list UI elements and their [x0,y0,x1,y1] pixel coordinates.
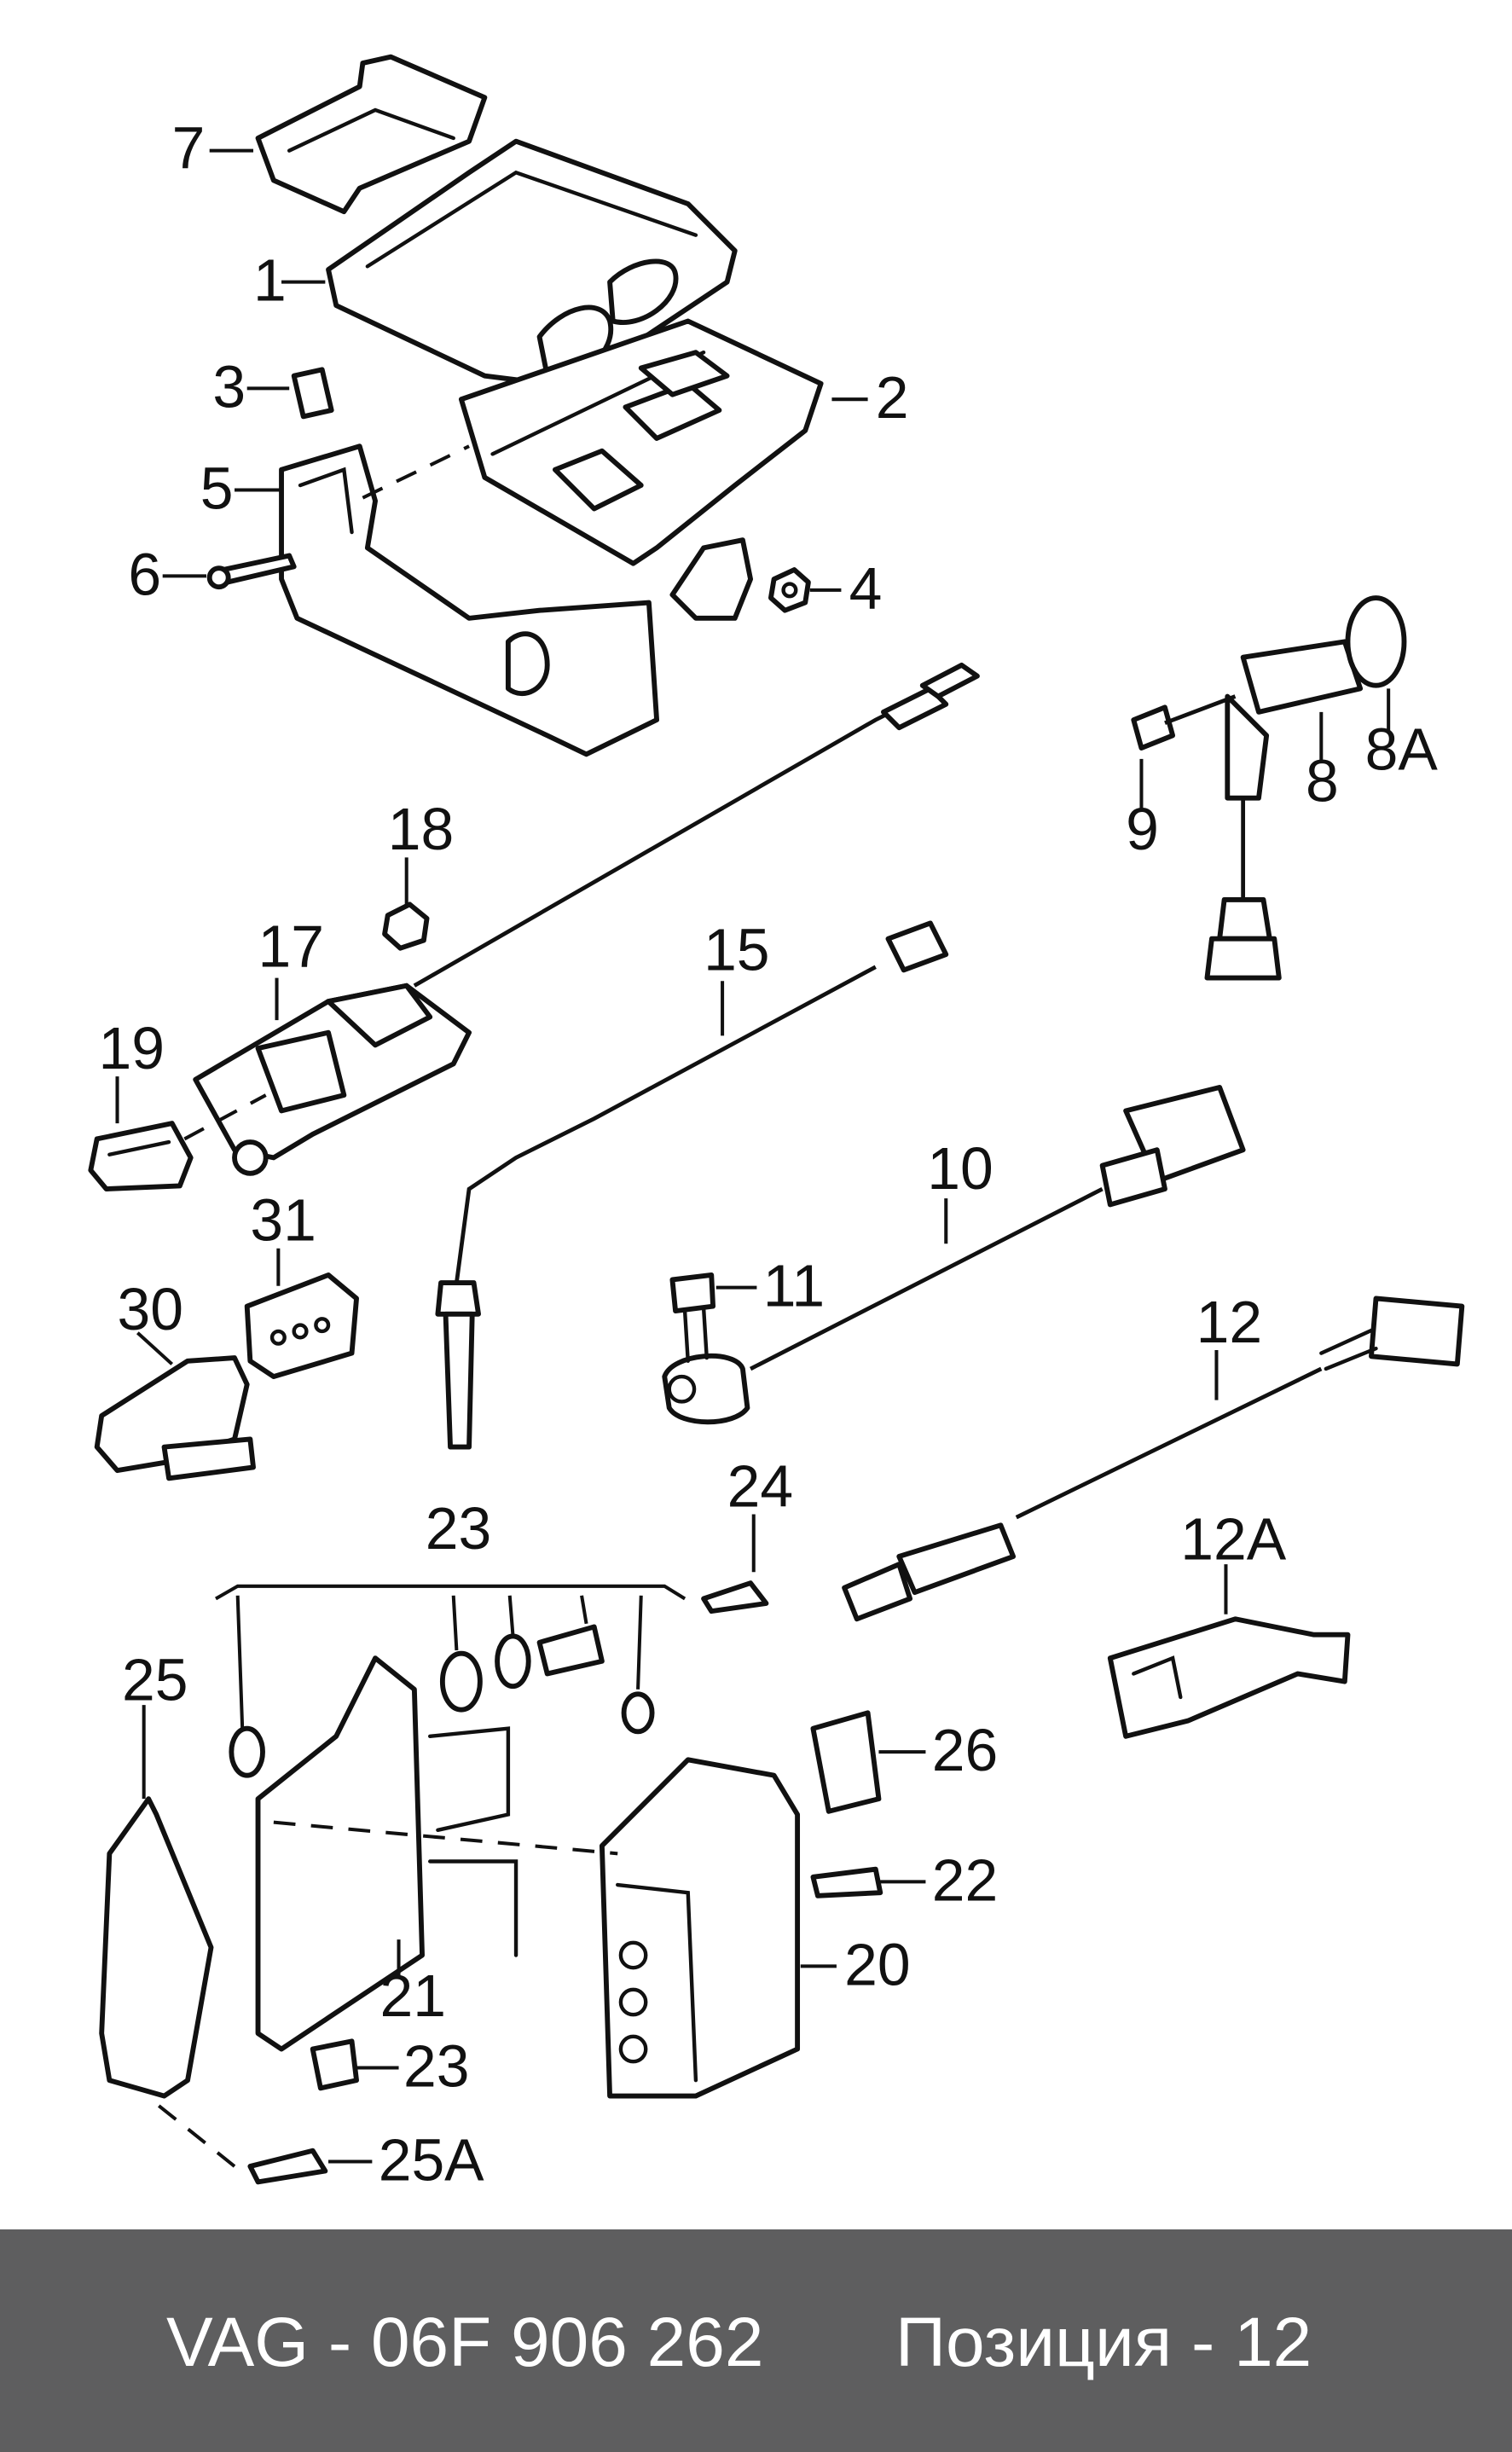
relay-clip-3 [291,367,334,420]
callout-6: 6 [128,541,161,607]
ecu-housing-1 [326,138,738,386]
callout-8: 8 [1306,747,1339,814]
callout-20: 20 [844,1931,910,1997]
nut-18 [382,901,430,951]
nut-4 [669,537,811,621]
sensor-module-17 [193,983,472,1176]
callout-24: 24 [727,1452,793,1519]
connector-19 [88,1121,194,1192]
bolt-22 [810,1866,883,1898]
temperature-sensor-15 [435,920,949,1450]
callout-17: 17 [258,913,324,980]
callout-26: 26 [932,1717,998,1783]
callout-4: 4 [849,555,883,622]
connector-31 [244,1272,359,1380]
bolt-11 [669,1272,716,1363]
ecu-carrier-5 [279,443,660,757]
washer-set-23 [229,1624,655,1778]
callout-10: 10 [927,1135,993,1202]
bolt-25A [247,2148,328,2185]
callout-25: 25 [122,1647,188,1713]
lambda-probe-12 [842,1296,1465,1622]
plug-23 [310,2038,359,2091]
callout-30: 30 [118,1276,183,1342]
assembly-line-21-20 [273,1820,618,1856]
bracket-21 [255,1655,518,2052]
callout-31: 31 [250,1187,316,1254]
callout-1: 1 [253,247,287,314]
leader-lines [115,148,1391,2164]
ecu-cover-7 [255,54,488,215]
callout-12A: 12A [1180,1506,1286,1573]
bracket-group-23 [215,1584,686,1601]
sealing-ring-8A [1345,595,1407,688]
position-label: Позиция - 12 [895,2304,1312,2381]
callout-15: 15 [704,916,769,983]
connector-26 [810,1710,882,1814]
ecu-bracket-2 [458,318,824,566]
callout-18: 18 [388,796,454,862]
callout-9: 9 [1126,796,1159,862]
bracket-12A [1107,1616,1351,1739]
bolt-6 [206,553,297,590]
callout-8A: 8A [1365,716,1439,783]
callout-7: 7 [172,114,206,181]
callout-19: 19 [99,1015,165,1081]
callout-21: 21 [380,1962,446,2029]
callout-23-top: 23 [426,1495,491,1562]
callout-12: 12 [1196,1289,1262,1355]
assembly-line-5-2 [362,444,470,500]
knock-sensor-10 [662,1084,1246,1425]
sensor-wire-17 [413,671,963,988]
assembly-line-19-17 [183,1093,267,1141]
callout-22: 22 [932,1846,998,1913]
part-code: VAG - 06F 906 262 [166,2304,764,2381]
callout-labels: 7 1 3 2 5 6 4 8 8A 9 18 17 15 19 10 31 1… [99,114,1439,2194]
parts-exploded-diagram: 7 1 3 2 5 6 4 8 8A 9 18 17 15 19 10 31 1… [88,54,1465,2194]
assembly-line-25A [155,2102,236,2168]
callout-25A: 25A [379,2127,484,2194]
part-info-footer: VAG - 06F 906 262 Позиция - 12 [0,2229,1512,2452]
callout-5: 5 [200,455,234,522]
bolt-24 [701,1580,769,1614]
pressure-sensor-30 [94,1355,256,1481]
bracket-25 [99,1796,214,2099]
control-unit-20 [599,1757,801,2099]
callout-23-bottom: 23 [403,2033,469,2100]
callout-2: 2 [876,364,909,431]
callout-3: 3 [212,353,246,420]
callout-11: 11 [763,1253,825,1319]
